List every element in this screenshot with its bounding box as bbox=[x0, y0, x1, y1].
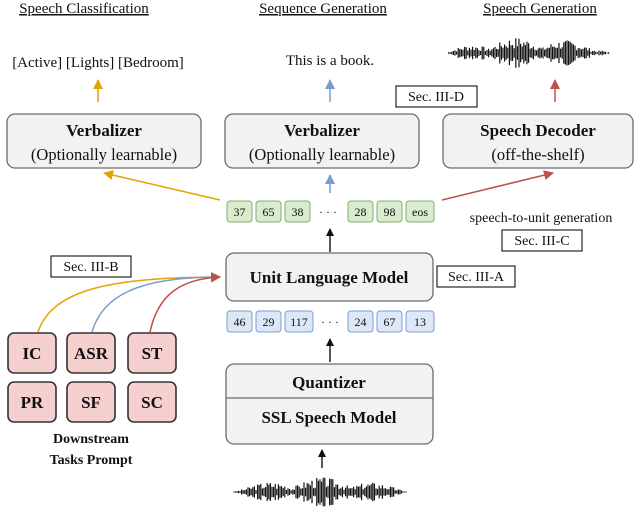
arrow-to-speech-decoder bbox=[441, 170, 554, 201]
output-token bbox=[347, 200, 374, 223]
svg-text:117: 117 bbox=[290, 315, 308, 329]
output-token bbox=[255, 200, 282, 223]
sec-iii-b-label: Sec. III-B bbox=[50, 255, 132, 278]
prompt-curve-red bbox=[149, 272, 221, 333]
svg-text:Sec. III-A: Sec. III-A bbox=[448, 270, 505, 285]
input-token-sequence: 46 29 117 · · · 24 67 13 bbox=[226, 310, 435, 333]
svg-text:46: 46 bbox=[234, 315, 246, 329]
verbalizer-left-subtitle: (Optionally learnable) bbox=[31, 145, 177, 164]
task-sc bbox=[127, 381, 177, 423]
svg-text:13: 13 bbox=[414, 315, 426, 329]
output-token bbox=[376, 200, 403, 223]
sequence-output: This is a book. bbox=[286, 53, 374, 69]
speech-decoder-subtitle: (off-the-shelf) bbox=[491, 145, 584, 164]
task-pr bbox=[7, 381, 57, 423]
unit-language-model-title: Unit Language Model bbox=[250, 268, 409, 287]
svg-text:ASR: ASR bbox=[74, 344, 109, 363]
verbalizer-center-subtitle: (Optionally learnable) bbox=[249, 145, 395, 164]
svg-text:67: 67 bbox=[384, 315, 396, 329]
sec-iii-d-label: Sec. III-D bbox=[395, 85, 478, 108]
verbalizer-left-box: Verbalizer (Optionally learnable) bbox=[6, 113, 202, 169]
svg-text:eos: eos bbox=[412, 205, 428, 219]
input-token bbox=[405, 310, 435, 333]
svg-text:Sec. III-D: Sec. III-D bbox=[408, 90, 464, 105]
prompt-curve-blue bbox=[91, 272, 221, 333]
speech-to-unit-annotation: speech-to-unit generation bbox=[470, 211, 613, 226]
svg-text:IC: IC bbox=[23, 344, 42, 363]
svg-text:ST: ST bbox=[142, 344, 163, 363]
verbalizer-center-title: Verbalizer bbox=[284, 121, 360, 140]
heading-sequence-generation: Sequence Generation bbox=[259, 1, 387, 17]
output-token-sequence: 37 65 38 · · · 28 98 eos bbox=[226, 200, 435, 223]
classification-output: [Active] [Lights] [Bedroom] bbox=[12, 55, 184, 71]
speech-decoder-title: Speech Decoder bbox=[480, 121, 596, 140]
svg-text:98: 98 bbox=[384, 205, 396, 219]
quantizer-title: Quantizer bbox=[292, 373, 366, 392]
svg-text:37: 37 bbox=[234, 205, 246, 219]
svg-text:24: 24 bbox=[355, 315, 367, 329]
heading-speech-generation: Speech Generation bbox=[483, 1, 597, 17]
svg-text:65: 65 bbox=[263, 205, 275, 219]
input-token bbox=[226, 310, 253, 333]
prompt-curve-orange bbox=[37, 272, 221, 333]
svg-text:PR: PR bbox=[21, 393, 44, 412]
input-token bbox=[376, 310, 403, 333]
output-token-ellipsis: · · · bbox=[319, 205, 337, 219]
svg-text:Sec. III-C: Sec. III-C bbox=[514, 234, 569, 249]
heading-speech-classification: Speech Classification bbox=[19, 1, 149, 17]
ssl-speech-model-title: SSL Speech Model bbox=[261, 408, 396, 427]
input-token bbox=[347, 310, 374, 333]
task-ic bbox=[7, 332, 57, 374]
unit-language-model-box: Unit Language Model bbox=[225, 252, 434, 302]
output-token bbox=[226, 200, 253, 223]
task-asr bbox=[66, 332, 116, 374]
input-token-ellipsis: · · · bbox=[321, 315, 339, 329]
task-prompts: IC ASR ST PR SF SC bbox=[7, 332, 177, 423]
tasks-caption-line2: Tasks Prompt bbox=[50, 453, 133, 468]
sec-iii-c-label: Sec. III-C bbox=[501, 229, 583, 252]
arrow-to-verbalizer-left bbox=[103, 170, 221, 201]
output-waveform bbox=[448, 38, 610, 68]
input-waveform bbox=[233, 477, 407, 507]
svg-text:Sec. III-B: Sec. III-B bbox=[63, 260, 118, 275]
input-token bbox=[284, 310, 314, 333]
svg-text:SF: SF bbox=[81, 393, 101, 412]
input-token bbox=[255, 310, 282, 333]
output-token bbox=[284, 200, 311, 223]
task-st bbox=[127, 332, 177, 374]
svg-text:38: 38 bbox=[292, 205, 304, 219]
tasks-caption-line1: Downstream bbox=[53, 432, 129, 447]
svg-text:SC: SC bbox=[141, 393, 163, 412]
sec-iii-a-label: Sec. III-A bbox=[436, 265, 516, 288]
speech-decoder-box: Speech Decoder (off-the-shelf) bbox=[442, 113, 634, 169]
task-sf bbox=[66, 381, 116, 423]
quantizer-ssl-box: Quantizer SSL Speech Model bbox=[225, 363, 434, 445]
verbalizer-center-box: Verbalizer (Optionally learnable) bbox=[224, 113, 420, 169]
output-token bbox=[405, 200, 435, 223]
svg-text:28: 28 bbox=[355, 205, 367, 219]
verbalizer-left-title: Verbalizer bbox=[66, 121, 142, 140]
svg-text:29: 29 bbox=[263, 315, 275, 329]
